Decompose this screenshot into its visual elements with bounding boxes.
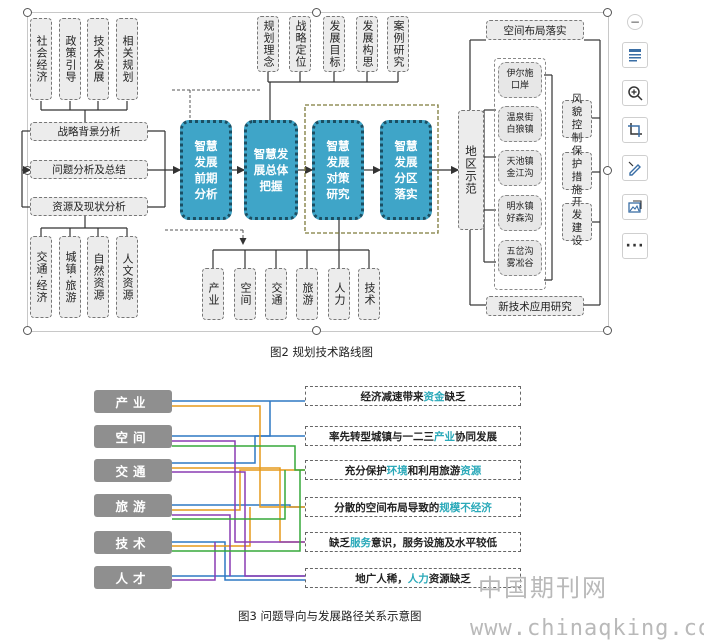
resize-handle-bm[interactable] bbox=[312, 326, 321, 335]
watermark-chinese: 中国期刊网 bbox=[478, 574, 608, 602]
tag-talent: 人才 bbox=[94, 566, 172, 589]
issue-text-a: 分散的空间布局导致的 bbox=[334, 501, 440, 514]
resize-handle-tl[interactable] bbox=[23, 8, 32, 17]
more-icon[interactable]: ··· bbox=[622, 233, 648, 259]
issue-text-b: 协同发展 bbox=[455, 430, 497, 443]
issue-row-2: 率先转型城镇与一二三产业协同发展 bbox=[305, 426, 521, 446]
issue-text-a: 率先转型城镇与一二三 bbox=[329, 430, 434, 443]
core-preliminary-analysis: 智慧发展前期分析 bbox=[180, 120, 232, 220]
box-problem-analysis: 问题分析及总结 bbox=[30, 160, 148, 179]
tag-industry: 产业 bbox=[94, 390, 172, 413]
core-overall-grasp: 智慧发展总体把握 bbox=[244, 120, 298, 220]
box-related-plans: 相关规划 bbox=[116, 18, 138, 100]
box-strategy-background: 战略背景分析 bbox=[30, 122, 148, 141]
box-town-tourism: 城镇·旅游 bbox=[59, 236, 81, 318]
issue-text-b: 缺乏 bbox=[444, 390, 466, 403]
issue-row-4: 分散的空间布局导致的规模不经济 bbox=[305, 497, 521, 517]
box-style-control: 风貌控制 bbox=[562, 93, 592, 144]
core-strategy-research: 智慧发展对策研究 bbox=[312, 120, 364, 220]
issue-highlight: 环境 bbox=[386, 464, 408, 477]
resize-handle-mr[interactable] bbox=[603, 166, 612, 175]
box-protection-measures: 保护措施 bbox=[562, 145, 592, 196]
issue-highlight: 服务 bbox=[350, 536, 371, 549]
tag-traffic: 交通 bbox=[94, 459, 172, 482]
box-planning-concept: 规划理念 bbox=[257, 16, 279, 72]
issue-row-6: 地广人稀，人力资源缺乏 bbox=[305, 568, 521, 588]
issue-row-5: 缺乏服务意识，服务设施及水平较低 bbox=[305, 532, 521, 552]
resize-handle-bl[interactable] bbox=[23, 326, 32, 335]
box-cultural-resources: 人文资源 bbox=[116, 236, 138, 318]
zoom-in-icon[interactable] bbox=[622, 80, 648, 106]
box-development-construction: 开发建设 bbox=[562, 196, 592, 247]
figure-3-caption: 图3 问题导向与发展路径关系示意图 bbox=[238, 609, 422, 623]
figure-2-caption: 图2 规划技术路线图 bbox=[270, 345, 373, 359]
box-manpower: 人力 bbox=[328, 268, 350, 320]
tag-tourism: 旅游 bbox=[94, 494, 172, 517]
watermark-url: www.chinaqking.com bbox=[470, 616, 704, 641]
core-zone-implementation: 智慧发展分区落实 bbox=[380, 120, 432, 220]
area-item-5: 五岔沟雾凇谷 bbox=[498, 240, 542, 276]
figure-3-connectors bbox=[172, 400, 305, 581]
figure-2-connectors bbox=[21, 39, 601, 306]
box-traffic: 交通 bbox=[265, 268, 287, 320]
box-regional-demo: 地区示范 bbox=[458, 110, 484, 230]
area-item-2: 温泉街白狼镇 bbox=[498, 106, 542, 142]
box-development-goals: 发展目标 bbox=[323, 16, 345, 72]
area-item-3: 天池镇金江沟 bbox=[498, 150, 542, 186]
issue-highlight: 人力 bbox=[407, 572, 429, 585]
figure-2[interactable]: 社会经济 政策引导 技术发展 相关规划 战略背景分析 问题分析及总结 资源及现状… bbox=[0, 0, 612, 359]
box-tech-development: 技术发展 bbox=[87, 18, 109, 100]
box-traffic-economy: 交通·经济 bbox=[30, 236, 52, 318]
resize-handle-tr[interactable] bbox=[603, 8, 612, 17]
replace-image-icon[interactable] bbox=[622, 194, 648, 220]
tag-technology: 技术 bbox=[94, 531, 172, 554]
issue-text-a: 经济减速带来 bbox=[360, 390, 424, 403]
issue-row-1: 经济减速带来资金缺乏 bbox=[305, 386, 521, 406]
issue-text-b: 和利用旅游 bbox=[407, 464, 461, 477]
area-item-4: 明水镇好森沟 bbox=[498, 195, 542, 231]
edit-icon[interactable] bbox=[622, 155, 648, 181]
areas-frame bbox=[494, 58, 546, 290]
box-space: 空间 bbox=[234, 268, 256, 320]
layout-icon[interactable] bbox=[622, 42, 648, 68]
box-social-economy: 社会经济 bbox=[30, 18, 52, 100]
box-tourism: 旅游 bbox=[296, 268, 318, 320]
resize-handle-br[interactable] bbox=[603, 326, 612, 335]
figure-3: 产业 空间 交通 旅游 技术 人才 经济减速带来资金缺乏 率先转型城镇与一二三产… bbox=[0, 370, 610, 623]
box-strategic-positioning: 战略定位 bbox=[289, 16, 311, 72]
issue-highlight: 资金 bbox=[423, 390, 445, 403]
resize-handle-tm[interactable] bbox=[312, 8, 321, 17]
box-technology: 技术 bbox=[358, 268, 380, 320]
box-policy-guidance: 政策引导 bbox=[59, 18, 81, 100]
issue-text-a: 充分保护 bbox=[344, 464, 387, 477]
box-case-study: 案例研究 bbox=[387, 16, 409, 72]
box-spatial-layout: 空间布局落实 bbox=[486, 20, 584, 40]
crop-icon[interactable] bbox=[622, 117, 648, 143]
issue-text-b: 意识，服务设施及水平较低 bbox=[371, 536, 497, 549]
box-development-ideas: 发展构思 bbox=[356, 16, 378, 72]
issue-text-a: 缺乏 bbox=[329, 536, 350, 549]
issue-row-3: 充分保护环境和利用旅游资源 bbox=[305, 460, 521, 480]
zoom-out-icon[interactable]: − bbox=[627, 14, 643, 30]
box-new-tech-research: 新技术应用研究 bbox=[486, 296, 584, 316]
box-industry: 产业 bbox=[202, 268, 224, 320]
area-item-1: 伊尔施口岸 bbox=[498, 62, 542, 98]
box-resource-analysis: 资源及现状分析 bbox=[30, 197, 148, 216]
issue-highlight: 产业 bbox=[434, 430, 455, 443]
issue-highlight: 规模不经济 bbox=[439, 501, 492, 514]
issue-highlight-2: 资源 bbox=[460, 464, 482, 477]
tag-space: 空间 bbox=[94, 425, 172, 448]
box-natural-resources: 自然资源 bbox=[87, 236, 109, 318]
issue-text-b: 资源缺乏 bbox=[428, 572, 471, 585]
issue-text-a: 地广人稀， bbox=[355, 572, 408, 585]
